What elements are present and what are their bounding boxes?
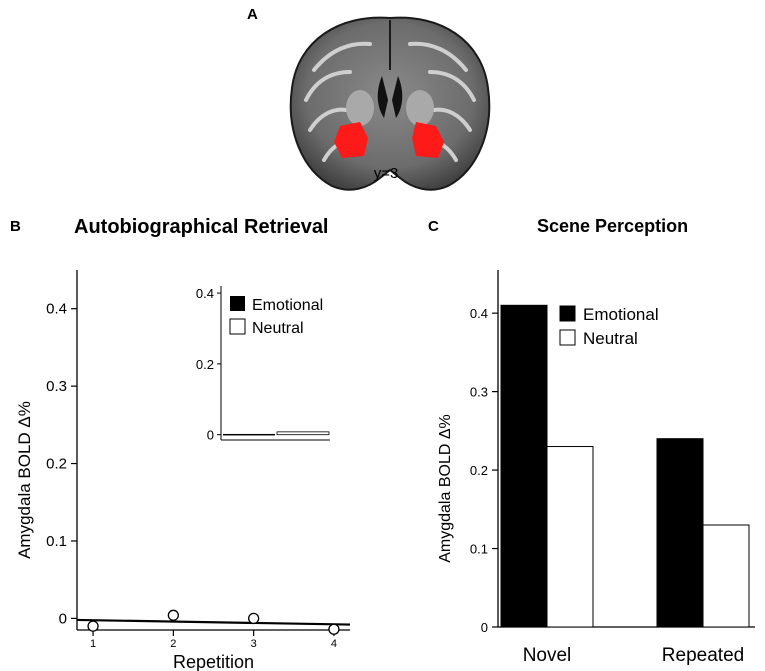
- scatter-point: [247, 612, 260, 625]
- inset-y-tick-label: 0.4: [196, 286, 214, 301]
- y-tick-label: 0.4: [470, 306, 488, 321]
- inset-legend-label-emotional: Emotional: [252, 297, 323, 314]
- x-category-label: Repeated: [662, 645, 744, 666]
- inset-y-tick-label: 0: [207, 428, 214, 443]
- y-tick-label: 0.2: [46, 456, 67, 473]
- legend-label-neutral: Neutral: [583, 329, 638, 348]
- legend-label-emotional: Emotional: [583, 305, 659, 324]
- trend-line: [76, 618, 351, 626]
- y-tick-label: 0.1: [470, 542, 488, 557]
- y-tick-label: 0.4: [46, 301, 67, 318]
- y-tick-label: 0.3: [470, 385, 488, 400]
- scatter-point: [328, 623, 340, 635]
- panel-c-title: Scene Perception: [537, 216, 689, 236]
- x-tick-label: 1: [90, 638, 96, 650]
- x-axis-label: Repetition: [173, 652, 254, 671]
- brain-coronal-slice: y=3: [289, 16, 491, 191]
- bar-neutral-novel: [546, 446, 594, 628]
- x-tick-label: 2: [170, 638, 176, 650]
- y-axis-label: Amygdala BOLD Δ%: [15, 401, 34, 559]
- inset-legend-label-neutral: Neutral: [252, 320, 304, 337]
- bar-emotional-novel: [500, 304, 548, 628]
- slice-label: y=3: [374, 165, 399, 182]
- panel-b-title: Autobiographical Retrieval: [74, 216, 329, 238]
- legend-swatch-emotional: [559, 305, 576, 322]
- legend-swatch-neutral: [559, 329, 576, 346]
- panel-c-letter: C: [428, 218, 439, 235]
- x-tick-label: 4: [331, 638, 337, 650]
- inset-legend-swatch-emotional: [230, 296, 245, 311]
- y-tick-label: 0.3: [46, 378, 67, 395]
- bar-neutral-repeated: [702, 524, 750, 628]
- x-category-label: Novel: [523, 645, 572, 666]
- inset-legend-swatch-neutral: [229, 318, 246, 335]
- scatter-point: [167, 609, 180, 621]
- inset-bar-emotional: [223, 433, 275, 436]
- y-axis-label: Amygdala BOLD Δ%: [437, 414, 454, 563]
- panel-a-letter: A: [247, 6, 258, 23]
- x-tick-label: 3: [251, 638, 257, 650]
- y-tick-label: 0.2: [470, 463, 488, 478]
- scatter-point: [87, 620, 99, 632]
- bar-emotional-repeated: [656, 438, 704, 628]
- y-tick-label: 0.1: [46, 533, 67, 550]
- inset-bar-neutral: [276, 431, 330, 436]
- y-tick-label: 0: [59, 610, 67, 627]
- y-tick-label: 0: [481, 620, 488, 635]
- inset-y-tick-label: 0.2: [196, 357, 214, 372]
- panel-b-letter: B: [10, 218, 21, 235]
